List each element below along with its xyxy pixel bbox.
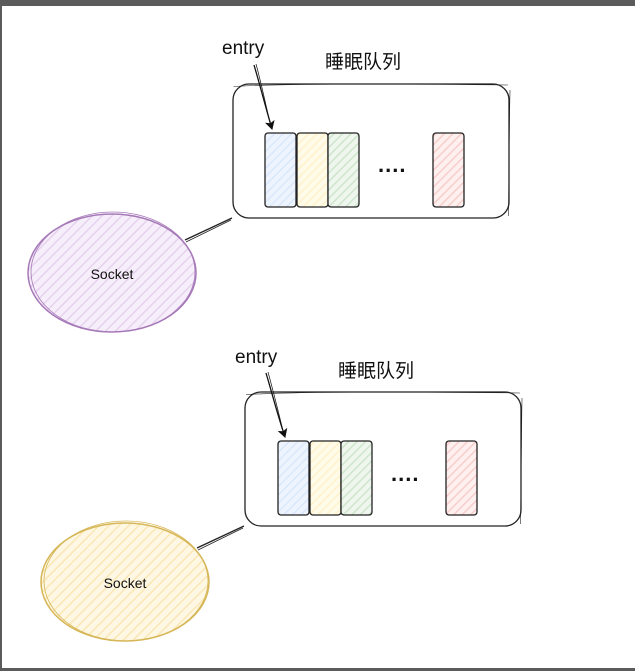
socket-label: Socket <box>104 575 147 591</box>
ellipsis: .... <box>391 461 419 486</box>
queue-entry-red <box>445 440 478 516</box>
diagram-2: entry 睡眠队列 .... Socket <box>40 347 523 642</box>
window-top-border <box>0 0 635 6</box>
socket-connector <box>196 525 245 549</box>
queue-entry-yellow <box>309 440 342 516</box>
queue-title: 睡眠队列 <box>325 51 401 73</box>
socket-label: Socket <box>91 266 134 282</box>
ellipsis: .... <box>378 152 406 177</box>
window-bottom-border <box>0 668 635 671</box>
queue-title: 睡眠队列 <box>338 360 414 382</box>
queue-entry-red <box>432 132 465 208</box>
entry-label: entry <box>222 38 265 59</box>
entry-label: entry <box>235 347 278 368</box>
diagram-1: entry 睡眠队列 .... Socket <box>27 38 511 333</box>
queue-entry-green <box>327 132 360 208</box>
queue-entry-yellow <box>296 132 329 208</box>
queue-entry-blue <box>264 132 297 208</box>
queue-entry-blue <box>277 440 310 516</box>
queue-entry-green <box>340 440 373 516</box>
window-left-border <box>0 0 2 671</box>
socket-connector <box>184 217 233 241</box>
